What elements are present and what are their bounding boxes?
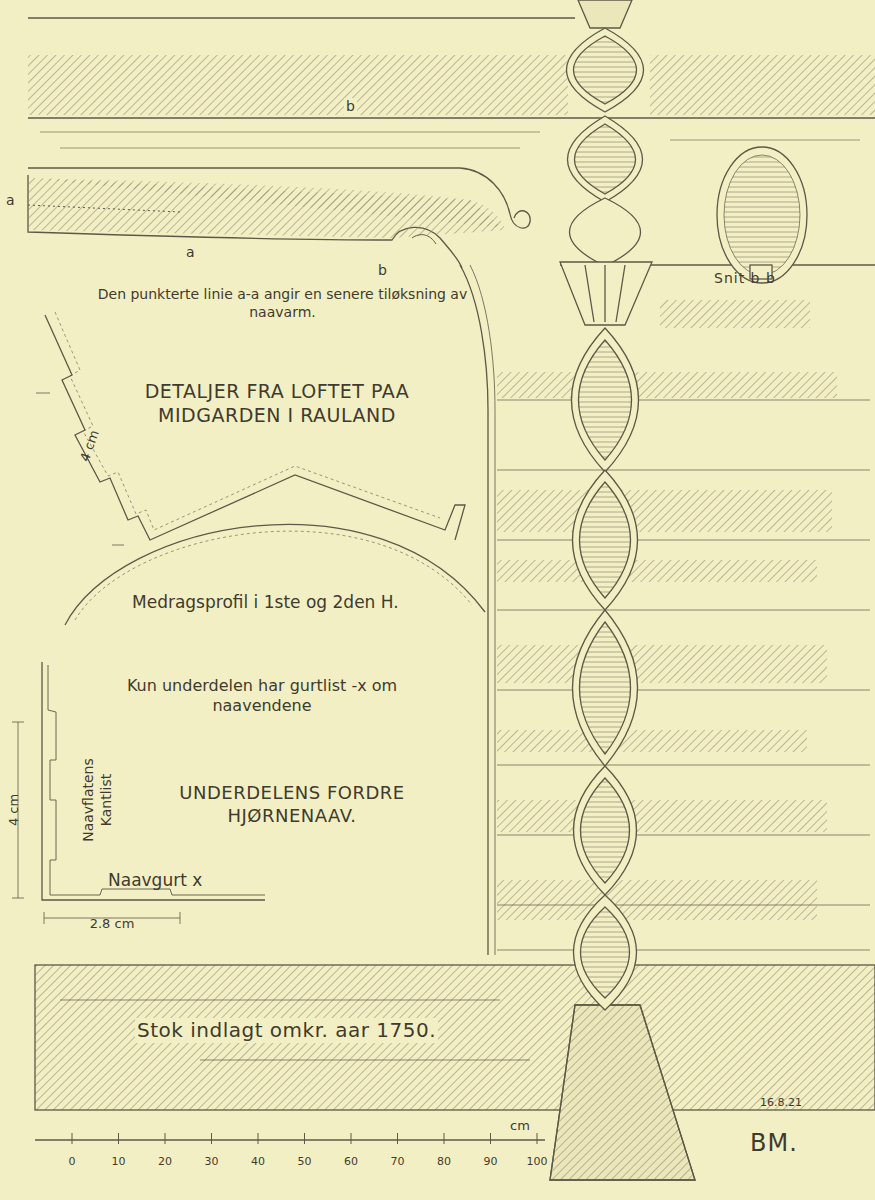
- dimension: 4 cm: [6, 792, 22, 828]
- scale-number: 10: [110, 1155, 128, 1169]
- scale-number: 90: [482, 1155, 500, 1169]
- section-label: Snit b b: [712, 270, 778, 288]
- drawing-heading: UNDERDELENS FORDRE HJØRNENAAV.: [135, 782, 449, 827]
- scale-number: 100: [525, 1155, 550, 1169]
- scale-number: 70: [389, 1155, 407, 1169]
- note: Stok indlagt omkr. aar 1750.: [135, 1018, 438, 1043]
- profile-label: Medragsprofil i 1ste og 2den H.: [130, 592, 401, 613]
- note: Den punkterte linie a-a angir en senere …: [88, 286, 477, 321]
- profile-label: Naavflatens Kantlist: [80, 743, 115, 857]
- scale-number: 60: [342, 1155, 360, 1169]
- section-letter: a: [184, 244, 197, 262]
- scale-number: 50: [296, 1155, 314, 1169]
- note: Kun underdelen har gurtlist -x om naaven…: [80, 676, 444, 716]
- date: 16.8.21: [758, 1096, 804, 1110]
- section-letter: b: [344, 98, 357, 116]
- scale-number: 40: [249, 1155, 267, 1169]
- dimension: 4 cm: [76, 426, 104, 466]
- scale-number: 20: [156, 1155, 174, 1169]
- scale-number: 80: [435, 1155, 453, 1169]
- drawing-title: DETALJER FRA LOFTET PAA MIDGARDEN I RAUL…: [115, 380, 439, 428]
- profile-label: Naavgurt x: [106, 870, 204, 891]
- section-letter: b: [376, 262, 389, 280]
- scale-number: 0: [67, 1155, 78, 1169]
- scale-number: 30: [203, 1155, 221, 1169]
- scale-unit: cm: [508, 1118, 532, 1134]
- signature: BM.: [748, 1128, 800, 1158]
- section-letter: a: [4, 192, 17, 210]
- dimension: 2.8 cm: [88, 916, 137, 932]
